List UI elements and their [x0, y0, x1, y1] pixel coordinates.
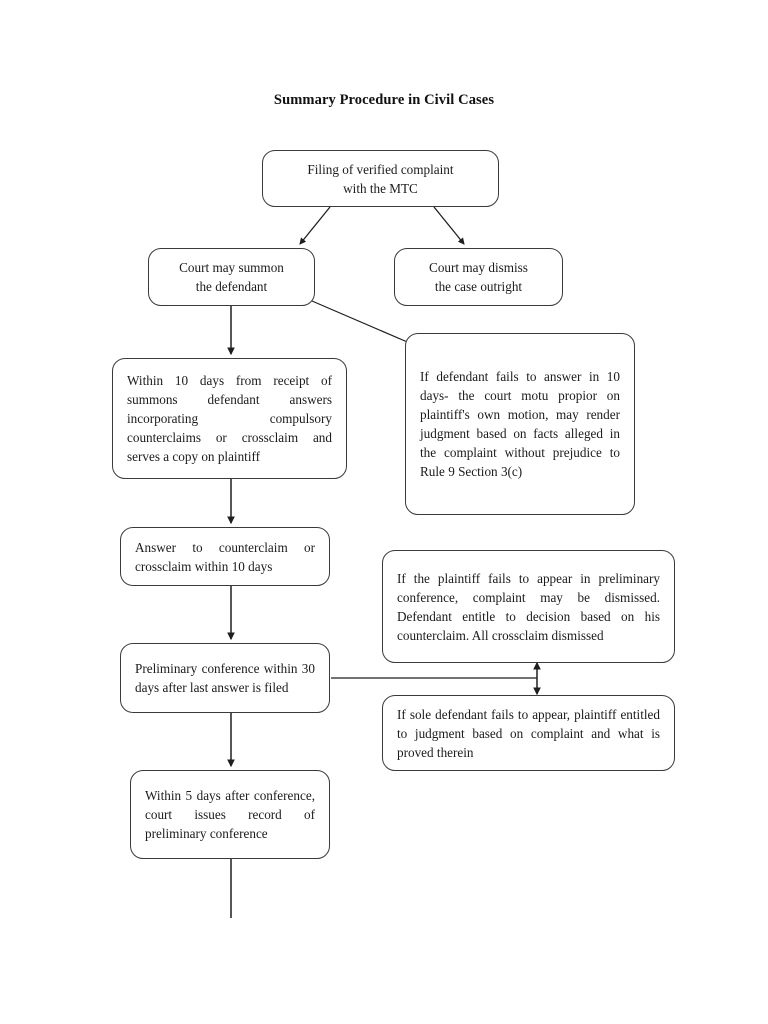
- node-within-10-days-answer-label: Within 10 days from receipt of summons d…: [127, 373, 332, 464]
- edge-summon-to-failstoanswer: [311, 300, 413, 345]
- node-court-may-summon-label: Court may summon the defendant: [179, 260, 284, 294]
- node-filing-of-complaint[interactable]: Filing of verified complaint with the MT…: [262, 150, 499, 207]
- node-answer-to-counterclaim[interactable]: Answer to counterclaim or crossclaim wit…: [120, 527, 330, 586]
- node-defendant-fails-to-answer[interactable]: If defendant fails to answer in 10 days-…: [405, 333, 635, 515]
- node-plaintiff-fails-to-appear-label: If the plaintiff fails to appear in prel…: [397, 570, 660, 643]
- node-record-within-5-days[interactable]: Within 5 days after conference, court is…: [130, 770, 330, 859]
- node-filing-of-complaint-label: Filing of verified complaint with the MT…: [307, 161, 454, 196]
- node-plaintiff-fails-to-appear[interactable]: If the plaintiff fails to appear in prel…: [382, 550, 675, 663]
- node-preliminary-conference[interactable]: Preliminary conference within 30 days af…: [120, 643, 330, 713]
- node-court-may-dismiss-label: Court may dismiss the case outright: [429, 260, 528, 294]
- node-sole-defendant-fails-label: If sole defendant fails to appear, plain…: [397, 706, 660, 760]
- node-sole-defendant-fails[interactable]: If sole defendant fails to appear, plain…: [382, 695, 675, 771]
- node-court-may-dismiss[interactable]: Court may dismiss the case outright: [394, 248, 563, 306]
- page-title: Summary Procedure in Civil Cases: [273, 92, 495, 108]
- edge-filing-to-summon: [299, 206, 331, 245]
- node-defendant-fails-to-answer-label: If defendant fails to answer in 10 days-…: [420, 369, 620, 479]
- node-court-may-summon[interactable]: Court may summon the defendant: [148, 248, 315, 306]
- node-answer-to-counterclaim-label: Answer to counterclaim or crossclaim wit…: [135, 539, 315, 574]
- node-record-within-5-days-label: Within 5 days after conference, court is…: [145, 788, 315, 841]
- node-within-10-days-answer[interactable]: Within 10 days from receipt of summons d…: [112, 358, 347, 479]
- node-preliminary-conference-label: Preliminary conference within 30 days af…: [135, 661, 315, 695]
- edge-filing-to-dismiss: [433, 206, 465, 245]
